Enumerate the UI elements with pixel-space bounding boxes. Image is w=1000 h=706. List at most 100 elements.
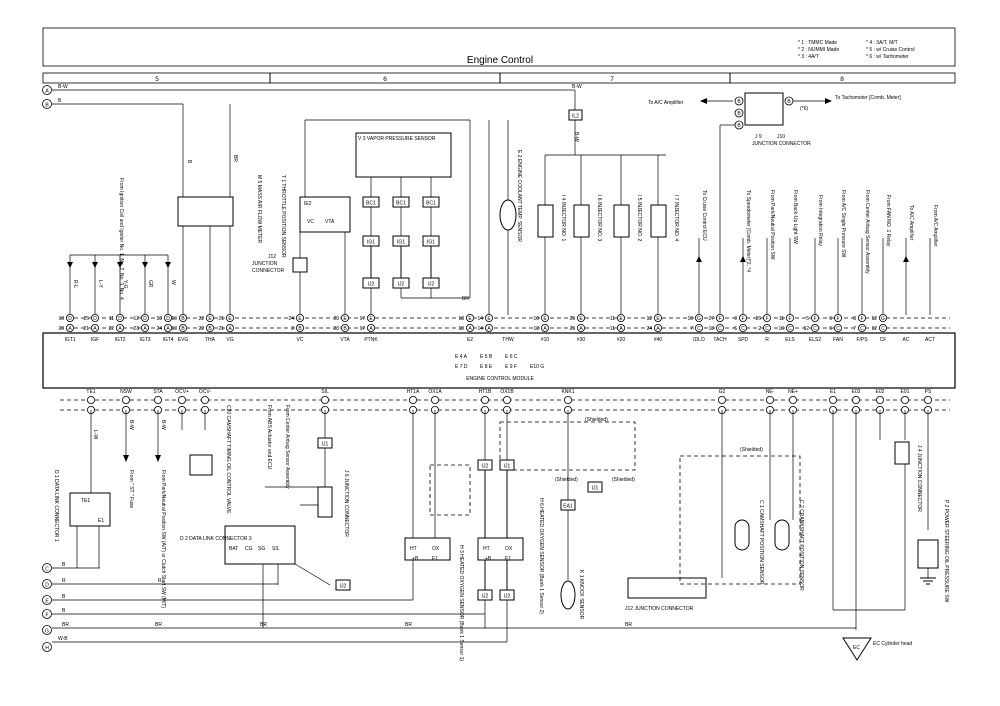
pin-letter: E	[656, 316, 660, 322]
pin-letter: F	[765, 316, 768, 322]
svg-text:(Shielded): (Shielded)	[585, 417, 608, 423]
ecm-term-26: AC	[903, 337, 910, 343]
sec8-inputs	[696, 238, 931, 315]
svg-text:B-W: B-W	[572, 84, 582, 90]
svg-text:J 9: J 9	[755, 134, 762, 140]
svg-text:IG1: IG1	[367, 240, 375, 246]
pin-number: 25	[83, 316, 89, 322]
pin-letter: E	[579, 316, 583, 322]
ecm-term-5: EVG	[178, 337, 189, 343]
shielded-region-1	[429, 464, 471, 516]
vapor-label: V 3 VAPOR PRESSURE SENSOR	[358, 136, 436, 142]
svg-text:HT: HT	[483, 546, 490, 552]
pin-letter: C	[697, 326, 701, 332]
il2-connector	[568, 109, 583, 121]
knock-sensor	[560, 580, 576, 610]
pin-circle	[879, 313, 888, 322]
svg-text:I 7 INJECTOR NO. 4: I 7 INJECTOR NO. 4	[673, 195, 679, 242]
ecm-term-1: IGF	[91, 337, 99, 343]
ecm-term-8: VC	[297, 337, 304, 343]
svg-text:CG: CG	[245, 546, 253, 552]
pin-circle	[91, 313, 100, 322]
bottom-pin-circle	[502, 395, 511, 404]
svg-text:(Shielded): (Shielded)	[612, 477, 635, 483]
bus-e: E B	[42, 594, 413, 605]
bottom-pin-circle	[480, 395, 489, 404]
pin-number: 22	[198, 326, 204, 332]
ecm-term-4: IGT4	[162, 337, 173, 343]
bottom-pin-circle	[200, 395, 209, 404]
svg-text:H 6 HEATED OXYGEN SENSOR (Bank: H 6 HEATED OXYGEN SENSOR (Bank 1 Sensor …	[538, 498, 544, 614]
pin-letter: B	[298, 326, 302, 332]
svg-text:OX: OX	[432, 546, 440, 552]
svg-text:IJ2: IJ2	[368, 282, 375, 288]
svg-text:R-L: R-L	[72, 280, 78, 288]
pin-letter: C	[813, 326, 817, 332]
pin-number: 10	[687, 316, 693, 322]
svg-text:(*6): (*6)	[800, 106, 808, 112]
svg-text:IJ2: IJ2	[504, 594, 511, 600]
svg-text:From ABS Actuator and ECU: From ABS Actuator and ECU	[266, 405, 272, 470]
pin-circle	[140, 313, 149, 322]
pin-circle	[695, 313, 704, 322]
ecm-term-10: PTNK	[364, 337, 378, 343]
coolant-temp-sensor	[499, 199, 517, 231]
pin-number: 17	[359, 316, 365, 322]
pin-number: 9	[734, 316, 737, 322]
pin-letter: A	[619, 326, 623, 332]
pin-circle	[834, 323, 843, 332]
ecm-bottom-term-4: OCV-	[199, 389, 212, 395]
ecm-bottom-term-13: NE+	[788, 389, 798, 395]
ecm-term-16: #40	[654, 337, 663, 343]
svg-text:+B: +B	[485, 556, 492, 562]
svg-text:K 1 KNOCK SENSOR: K 1 KNOCK SENSOR	[578, 570, 584, 620]
notes-legend: * 1 : TMMC Made * 2 : NUMMI Made * 3 : 4…	[798, 40, 915, 60]
ecm-bottom-term-10: KNK1	[561, 389, 574, 395]
pin-number: 11	[109, 316, 114, 322]
pin-circle	[786, 313, 795, 322]
bus-d: D R R	[42, 578, 278, 589]
ecm-term-13: #10	[541, 337, 550, 343]
svg-text:E10 G: E10 G	[530, 364, 544, 370]
pin-letter: C	[741, 326, 745, 332]
svg-text:BR: BR	[62, 622, 69, 628]
section-5: 5	[155, 76, 159, 83]
pin-circle	[340, 313, 349, 322]
ecm-term-2: IGT2	[114, 337, 125, 343]
svg-text:B: B	[787, 99, 791, 105]
svg-text:To Cruise Control ECU: To Cruise Control ECU	[701, 190, 707, 241]
pin-letter: C	[788, 326, 792, 332]
svg-text:C20 CAMSHAFT TIMING OIL CONTRO: C20 CAMSHAFT TIMING OIL CONTROL VALVE	[225, 405, 231, 514]
pin-circle	[695, 323, 704, 332]
ecm-connector-list: E 4 A E 5 B E 6 C E 7 D E 8 E E 9 F E10 …	[455, 354, 544, 370]
svg-text:W-B: W-B	[58, 636, 68, 642]
pin-circle	[811, 323, 820, 332]
note-5: * 5 : w/ Cruise Control	[866, 47, 915, 53]
svg-text:G: G	[45, 629, 49, 635]
svg-text:R: R	[62, 578, 66, 584]
throttle-position-sensor	[299, 196, 351, 233]
engine-control-module	[42, 332, 956, 389]
svg-text:B: B	[62, 562, 66, 568]
pin-circle	[163, 323, 172, 332]
ecm-bottom-term-0: TE1	[86, 389, 95, 395]
svg-text:E1: E1	[505, 556, 511, 562]
svg-text:E 8 E: E 8 E	[480, 364, 493, 370]
svg-text:D 2 DATA LINK CONNECTOR 3: D 2 DATA LINK CONNECTOR 3	[180, 536, 252, 542]
pin-number: 16	[778, 326, 784, 332]
pin-number: 24	[156, 326, 162, 332]
section-bar	[42, 72, 956, 84]
pin-letter: A	[68, 326, 72, 332]
svg-text:I 4 INJECTOR NO. 1: I 4 INJECTOR NO. 1	[560, 195, 566, 242]
svg-text:From Integration Relay: From Integration Relay	[817, 195, 823, 246]
pin-number: 12	[803, 326, 809, 332]
pin-number: 11	[610, 326, 615, 332]
bus-h: H W-B	[42, 636, 507, 652]
pin-letter: A	[118, 326, 122, 332]
bus-c: C B	[42, 562, 100, 573]
svg-text:B: B	[186, 160, 192, 164]
pin-circle	[205, 313, 214, 322]
pin-circle	[484, 313, 493, 322]
svg-text:IJ1: IJ1	[504, 464, 511, 470]
